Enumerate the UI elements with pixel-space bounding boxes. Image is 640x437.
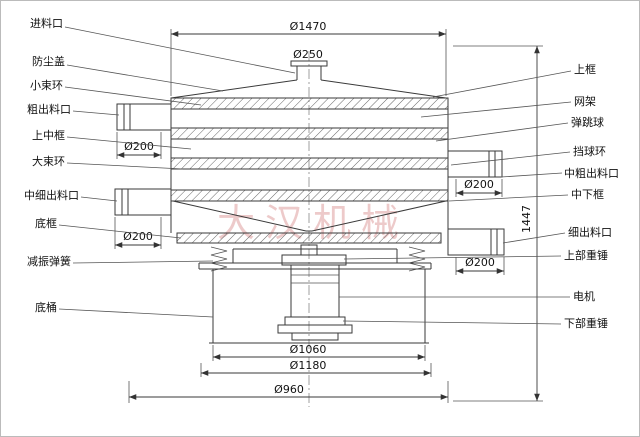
clamp-band-3 <box>170 157 449 170</box>
outlet-spouts <box>114 103 505 256</box>
inlet-flange <box>290 60 328 67</box>
dim-top-diameter: Ø1470 <box>290 20 327 33</box>
clamp-band-2 <box>170 127 449 140</box>
clamp-band-1 <box>170 97 449 110</box>
motor-assembly <box>277 244 353 341</box>
dim-outlet-left-lower: Ø200 <box>123 230 153 243</box>
outlet-right-upper <box>447 150 503 178</box>
label-upper-frame: 上框 <box>574 63 596 76</box>
label-large-clamp-ring: 大束环 <box>32 154 65 168</box>
label-lower-weight: 下部重锤 <box>564 316 608 330</box>
dust-cover-right <box>320 79 447 99</box>
motor-body <box>290 264 340 318</box>
dim-outlet-right-lower: Ø200 <box>465 256 495 269</box>
label-bottom-frame: 底框 <box>35 216 57 230</box>
label-upper-middle-frame: 上中框 <box>32 129 65 142</box>
part-labels-right: 上框 网架 弹跳球 挡球环 中粗出料口 中下框 细出料口 上部重锤 电机 下部重… <box>564 63 619 330</box>
lower-weight-disc-3 <box>291 332 339 341</box>
outlet-left-lower <box>114 188 172 216</box>
label-middle-lower-frame: 中下框 <box>571 188 604 201</box>
base-structure <box>198 246 432 344</box>
outlet-right-lower <box>447 228 505 256</box>
clamp-band-4 <box>170 189 449 202</box>
label-motor: 电机 <box>573 289 595 303</box>
dim-barrel-diameter: Ø1060 <box>290 343 327 356</box>
spring-right <box>408 246 426 272</box>
label-mid-fine-outlet: 中细出料口 <box>24 188 79 202</box>
label-fine-outlet: 细出料口 <box>568 225 612 239</box>
label-damping-spring: 减振弹簧 <box>27 254 71 268</box>
machine-outline <box>170 60 449 244</box>
label-bouncing-ball: 弹跳球 <box>571 115 604 129</box>
label-ball-retainer-ring: 挡球环 <box>573 144 606 158</box>
lower-weight-disc-2 <box>277 324 353 334</box>
label-mid-coarse-outlet: 中粗出料口 <box>564 166 619 180</box>
spring-left <box>210 246 228 272</box>
label-coarse-outlet: 粗出料口 <box>27 102 71 116</box>
dim-flange-diameter: Ø1180 <box>290 359 327 372</box>
dim-inlet-diameter: Ø250 <box>293 48 323 61</box>
label-dust-cover: 防尘盖 <box>32 54 65 68</box>
label-feed-inlet: 进料口 <box>30 16 63 30</box>
label-upper-weight: 上部重锤 <box>564 248 608 262</box>
dust-cover-left <box>170 79 298 99</box>
dim-overall-height: 1447 <box>520 205 533 233</box>
lower-weight-disc-1 <box>284 316 346 326</box>
label-mesh-frame: 网架 <box>574 95 596 108</box>
dim-outlet-right-upper: Ø200 <box>464 178 494 191</box>
dim-outlet-left-upper: Ø200 <box>124 140 154 153</box>
label-base-barrel: 底桶 <box>35 300 57 314</box>
bottom-frame-band <box>176 232 442 244</box>
leader-lines <box>58 26 572 325</box>
part-labels-left: 进料口 防尘盖 小束环 粗出料口 上中框 大束环 中细出料口 底框 减振弹簧 底… <box>24 16 79 314</box>
dim-base-diameter: Ø960 <box>274 383 304 396</box>
outlet-left-upper <box>116 103 172 131</box>
label-small-clamp-ring: 小束环 <box>30 79 63 92</box>
